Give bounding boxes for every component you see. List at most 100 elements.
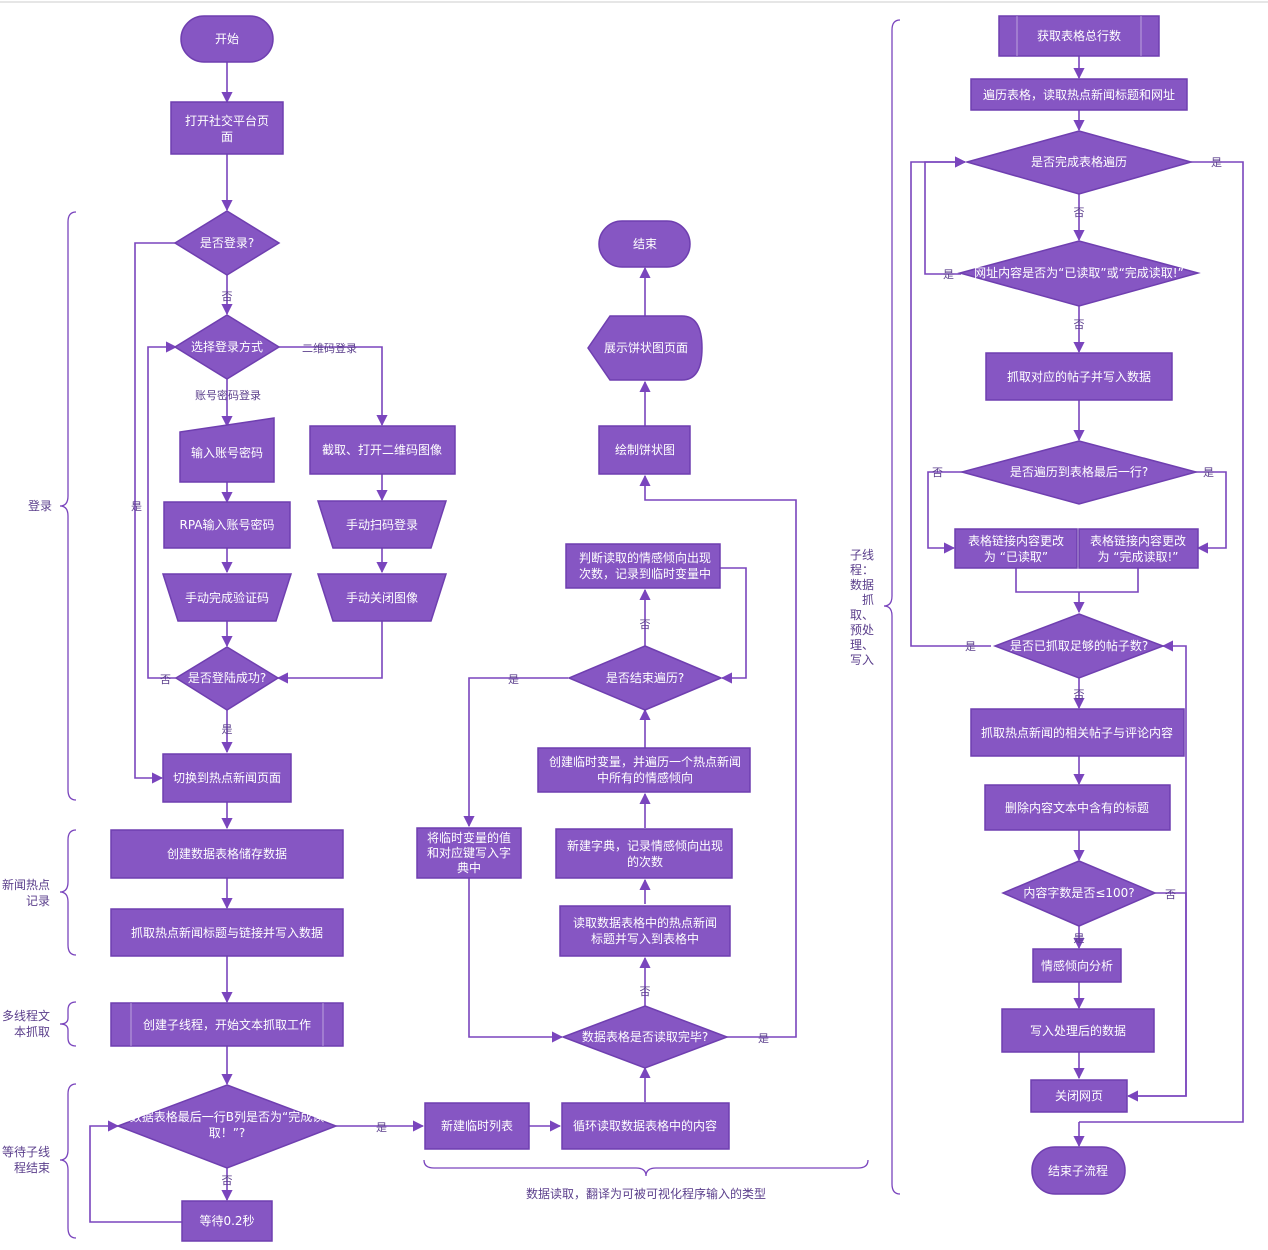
node-input-account-text: 输入账号密码 [191,445,263,460]
node-grab-posts: 抓取对应的帖子并写入数据 [985,352,1173,401]
group-label-news-record-2: 记录 [26,894,50,908]
node-grab-titles-text: 抓取热点新闻标题与链接并写入数据 [131,925,323,940]
brace-thread-text [59,1001,77,1047]
edge-choose-qr [278,346,388,427]
node-login-success-text: 是否登陆成功? [188,670,266,685]
edge-last-yes [1195,471,1227,554]
edge-labels: 否 是 二维码登录 账号密码登录 否 是 否 是 否 是 否 是 否 是 是 否… [131,156,1222,1187]
node-close-page: 关闭网页 [1030,1079,1128,1113]
node-read-titles-line2: 标题并写入到表格中 [591,931,699,946]
node-show-pie-text: 展示饼状图页面 [604,341,688,355]
label-done-no: 否 [640,985,651,998]
brace-data-read [423,1159,869,1177]
edge-url-yes [924,156,967,275]
node-grab-titles: 抓取热点新闻标题与链接并写入数据 [110,908,344,957]
node-manual-verify-text: 手动完成验证码 [185,590,269,605]
edge-enough-yes [910,156,991,647]
label-enough-no: 否 [1074,688,1085,701]
node-sentiment-text: 情感倾向分析 [1041,958,1113,973]
node-manual-verify: 手动完成验证码 [161,573,293,622]
node-new-temp-list-text: 新建临时列表 [441,1118,513,1133]
node-enough-posts: 是否已抓取足够的帖子数? [992,613,1166,679]
node-loop-read-text: 循环读取数据表格中的内容 [573,1118,717,1133]
brace-news-record [59,829,77,956]
group-label-subthread-3: 数据 [850,577,874,592]
node-write-dict-line1: 将临时变量的值 [427,830,511,845]
node-choose-login: 选择登录方式 [173,314,281,380]
group-label-login: 登录 [28,498,52,513]
node-read-titles-line1: 读取数据表格中的热点新闻 [573,915,717,930]
node-grab-comments-text: 抓取热点新闻的相关帖子与评论内容 [981,725,1173,740]
edge-write-done [468,878,564,1043]
node-end-text: 结束 [633,237,657,251]
node-check-last-row: 数据表格最后一行B列是否为“完成读 取！”? [115,1084,339,1169]
node-create-temp-var: 创建临时变量，并遍历一个热点新闻 中所有的情感倾向 [537,747,751,793]
node-mark-read: 表格链接内容更改 为 “已读取” [954,528,1078,569]
edge-length-no [1126,892,1187,1102]
label-url-no: 否 [1074,318,1085,331]
node-wait-text: 等待0.2秒 [199,1214,254,1228]
label-length-no: 否 [1165,888,1176,901]
node-create-temp-var-line2: 中所有的情感倾向 [597,770,693,785]
node-judge-count: 判断读取的情感倾向出现 次数，记录到临时变量中 [565,543,721,589]
node-judge-count-line1: 判断读取的情感倾向出现 [579,550,711,565]
node-grab-comments: 抓取热点新闻的相关帖子与评论内容 [970,708,1185,757]
label-length-yes: 是 [1074,932,1085,945]
node-open-page: 打开社交平台页 面 [170,101,284,155]
label-complete-no: 否 [1074,206,1085,219]
node-mark-read-line2: 为 “已读取” [984,550,1048,564]
node-open-page-line1: 打开社交平台页 [185,113,269,128]
node-end-sub: 结束子流程 [1031,1146,1126,1195]
edge-close-success [276,620,383,684]
node-show-pie: 展示饼状图页面 [587,315,703,381]
label-last-no: 否 [932,466,943,479]
group-label-news-record-1: 新闻热点 [2,877,50,892]
group-label-subthread-5: 取、 [850,608,874,622]
node-create-table-text: 创建数据表格储存数据 [167,846,287,861]
node-new-dict-line2: 的次数 [627,854,663,869]
edge-judge-loop [720,567,747,684]
node-capture-qr: 截取、打开二维码图像 [309,425,456,475]
node-mark-done-line1: 表格链接内容更改 [1090,533,1186,548]
node-traverse-complete-text: 是否完成表格遍历 [1031,154,1127,169]
label-islogin-no: 否 [222,290,233,303]
node-rpa-input-text: RPA输入账号密码 [179,517,274,532]
group-label-thread-text-2: 本抓取 [14,1025,50,1039]
node-write-dict-line3: 典中 [457,860,481,875]
node-traverse-complete: 是否完成表格遍历 [964,130,1194,195]
node-switch-news-text: 切换到热点新闻页面 [173,770,281,785]
group-label-wait-thread-1: 等待子线 [2,1145,50,1159]
group-label-subthread-8: 写入 [850,653,874,667]
group-label-subthread-4: 抓 [862,593,874,607]
edge-last-no [927,471,963,554]
node-login-success: 是否登陆成功? [174,646,280,711]
node-capture-qr-text: 截取、打开二维码图像 [322,443,442,457]
edge-traverse-yes [463,677,568,828]
brace-subthread [883,19,901,1195]
node-switch-news: 切换到热点新闻页面 [162,753,292,803]
label-complete-yes: 是 [1211,156,1222,169]
node-grab-posts-text: 抓取对应的帖子并写入数据 [1007,369,1151,384]
node-last-row-text: 是否遍历到表格最后一行? [1010,464,1148,479]
connectors [89,56,1244,1223]
node-url-read-text: 网址内容是否为“已读取”或“完成读取!” [974,265,1184,280]
node-traverse-done-text: 是否结束遍历? [606,671,684,685]
group-label-subthread-2: 程： [850,562,874,577]
node-create-table: 创建数据表格储存数据 [110,829,344,879]
group-braces: 登录 新闻热点 记录 多线程文 本抓取 等待子线 程结束 数据读取，翻译为可被可… [2,19,901,1239]
edge-wait-loop [89,1120,182,1223]
label-check-no: 否 [222,1174,233,1187]
node-write-dict-line2: 和对应键写入字 [427,845,511,860]
node-sentiment: 情感倾向分析 [1032,948,1122,983]
node-draw-pie: 绘制饼状图 [598,425,691,475]
node-create-thread-text: 创建子线程，开始文本抓取工作 [143,1017,311,1032]
label-check-yes: 是 [376,1121,387,1134]
node-mark-done: 表格链接内容更改 为 “完成读取!” [1078,528,1199,569]
group-label-wait-thread-2: 程结束 [14,1160,50,1175]
node-write-processed: 写入处理后的数据 [1001,1008,1155,1053]
node-choose-login-text: 选择登录方式 [191,339,263,354]
node-input-account: 输入账号密码 [179,417,275,483]
edge-marks-merge [1015,568,1139,593]
node-table-done-text: 数据表格是否读取完毕? [582,1029,708,1044]
node-new-dict-line1: 新建字典，记录情感倾向出现 [567,838,723,853]
